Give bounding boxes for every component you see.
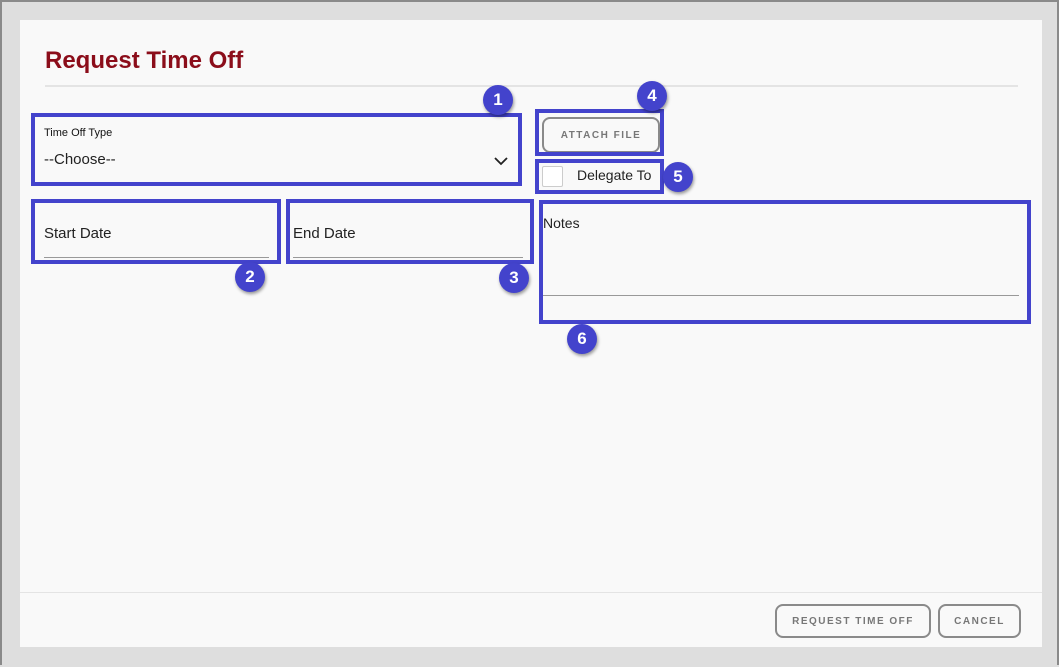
- footer-divider: [20, 592, 1042, 593]
- request-time-off-button[interactable]: REQUEST TIME OFF: [775, 604, 931, 638]
- start-date-underline: [44, 257, 269, 258]
- start-date-label: Start Date: [44, 225, 112, 242]
- annotation-badge-3: 3: [499, 263, 529, 293]
- attach-file-button[interactable]: ATTACH FILE: [542, 117, 660, 153]
- start-date-input[interactable]: Start Date: [37, 203, 277, 259]
- delegate-to-checkbox[interactable]: [542, 166, 563, 187]
- chevron-down-icon: [494, 157, 508, 166]
- annotation-badge-4: 4: [637, 81, 667, 111]
- time-off-type-value: --Choose--: [44, 151, 116, 168]
- annotation-badge-2: 2: [235, 262, 265, 292]
- dialog-title: Request Time Off: [45, 47, 244, 74]
- annotation-badge-5: 5: [663, 162, 693, 192]
- cancel-button[interactable]: CANCEL: [938, 604, 1021, 638]
- request-time-off-dialog: Request Time Off Time Off Type --Choose-…: [20, 20, 1042, 647]
- time-off-type-select[interactable]: Time Off Type --Choose--: [37, 117, 517, 181]
- delegate-to-label[interactable]: Delegate To: [577, 167, 652, 183]
- notes-underline: [543, 295, 1019, 296]
- title-divider: [45, 85, 1018, 87]
- annotation-badge-1: 1: [483, 85, 513, 115]
- time-off-type-label: Time Off Type: [44, 127, 113, 139]
- notes-label: Notes: [543, 215, 580, 231]
- end-date-input[interactable]: End Date: [290, 203, 530, 259]
- annotation-badge-6: 6: [567, 324, 597, 354]
- end-date-underline: [293, 257, 523, 258]
- end-date-label: End Date: [293, 225, 356, 242]
- notes-textarea[interactable]: Notes: [542, 206, 1019, 296]
